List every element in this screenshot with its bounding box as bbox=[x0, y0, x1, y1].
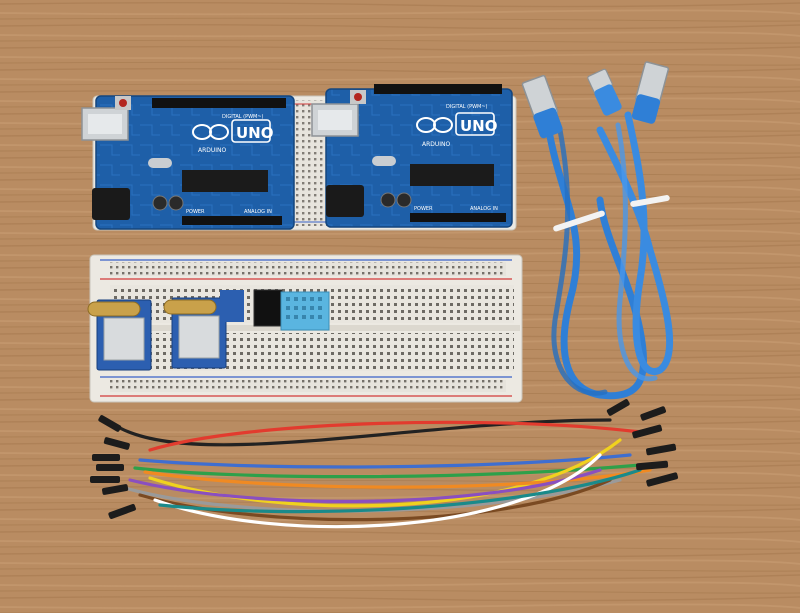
arduino-uno-board-2: UNO ARDUINO DIGITAL (PWM~) POWER ANALOG … bbox=[311, 84, 513, 228]
power-header-label: POWER bbox=[414, 206, 433, 212]
cable-tie-icon bbox=[553, 195, 670, 232]
arduino-logo-icon bbox=[192, 124, 229, 140]
board-brand-label: ARDUINO bbox=[198, 147, 227, 154]
usb-a-connector-icon bbox=[631, 61, 670, 124]
power-header-label: POWER bbox=[186, 209, 205, 215]
arduino-logo-icon bbox=[416, 117, 453, 133]
digital-header-label: DIGITAL (PWM~) bbox=[446, 104, 488, 110]
antenna-spring-icon bbox=[87, 301, 141, 317]
board-brand-label: ARDUINO bbox=[422, 141, 451, 148]
microcontroller-chip-icon bbox=[410, 164, 494, 186]
usb-a-connector-icon bbox=[521, 74, 563, 139]
dht11-sensor bbox=[253, 289, 330, 331]
digital-header-label: DIGITAL (PWM~) bbox=[222, 114, 264, 120]
usb-cables bbox=[544, 111, 674, 400]
antenna-spring-icon bbox=[163, 299, 217, 315]
power-jack-icon bbox=[92, 188, 130, 220]
analog-header-label: ANALOG IN bbox=[470, 206, 498, 212]
jumper-pin-connectors-right bbox=[606, 399, 679, 487]
rf-module-1 bbox=[87, 299, 152, 371]
microcontroller-chip-icon bbox=[182, 170, 268, 192]
jumper-pin-connectors-left bbox=[90, 415, 136, 519]
jumper-wires bbox=[118, 418, 652, 529]
rf-module-2 bbox=[163, 297, 227, 369]
analog-header-label: ANALOG IN bbox=[244, 209, 272, 215]
arduino-uno-board-1: UNO ARDUINO DIGITAL (PWM~) POWER ANALOG … bbox=[81, 95, 295, 230]
board-model-label: UNO bbox=[236, 124, 274, 142]
board-model-label: UNO bbox=[460, 117, 498, 135]
usb-mini-connector-icon bbox=[587, 68, 622, 116]
power-jack-icon bbox=[326, 185, 364, 217]
